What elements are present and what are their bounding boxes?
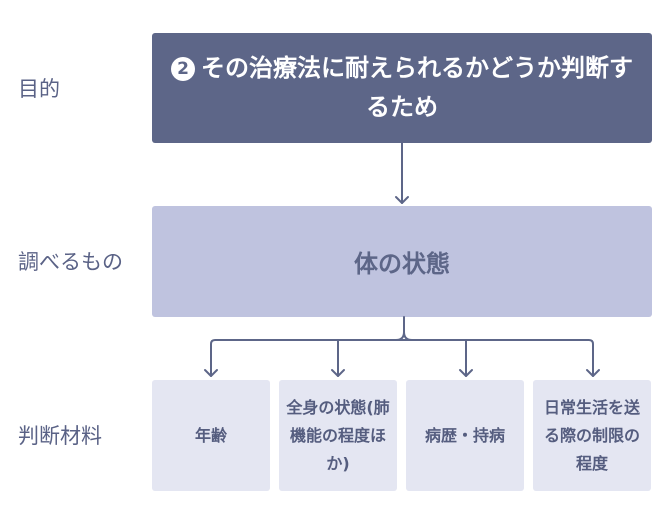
branch-join-right [403, 331, 413, 341]
material-box-medical-history: 病歴・持病 [406, 380, 524, 491]
material-text-medical-history: 病歴・持病 [424, 425, 505, 445]
row-label-target: 調べるもの [18, 250, 123, 274]
material-text-age: 年齢 [194, 425, 227, 445]
arrowhead-material-3 [459, 369, 473, 377]
arrowhead-material-4 [586, 369, 600, 377]
purpose-text: その治療法に耐えられるかどうか判断するため [201, 54, 633, 121]
material-box-daily-life-limits: 日常生活を送る際の制限の程度 [533, 380, 651, 491]
material-box-age: 年齢 [152, 380, 270, 491]
arrowhead-material-2 [331, 369, 345, 377]
row-label-purpose: 目的 [18, 77, 60, 101]
row-label-materials: 判断材料 [18, 424, 102, 448]
target-text: 体の状態 [354, 250, 450, 278]
number-badge: 2 [171, 57, 195, 81]
target-box: 体の状態 [152, 206, 652, 317]
branch-bus [210, 339, 594, 377]
branch-join-left [395, 331, 405, 341]
material-text-daily-life-limits: 日常生活を送る際の制限の程度 [543, 397, 640, 473]
arrowhead-target [395, 196, 409, 204]
material-box-general-condition: 全身の状態(肺機能の程度ほか) [279, 380, 397, 491]
material-text-general-condition: 全身の状態(肺機能の程度ほか) [286, 397, 390, 473]
arrowhead-material-1 [204, 369, 218, 377]
